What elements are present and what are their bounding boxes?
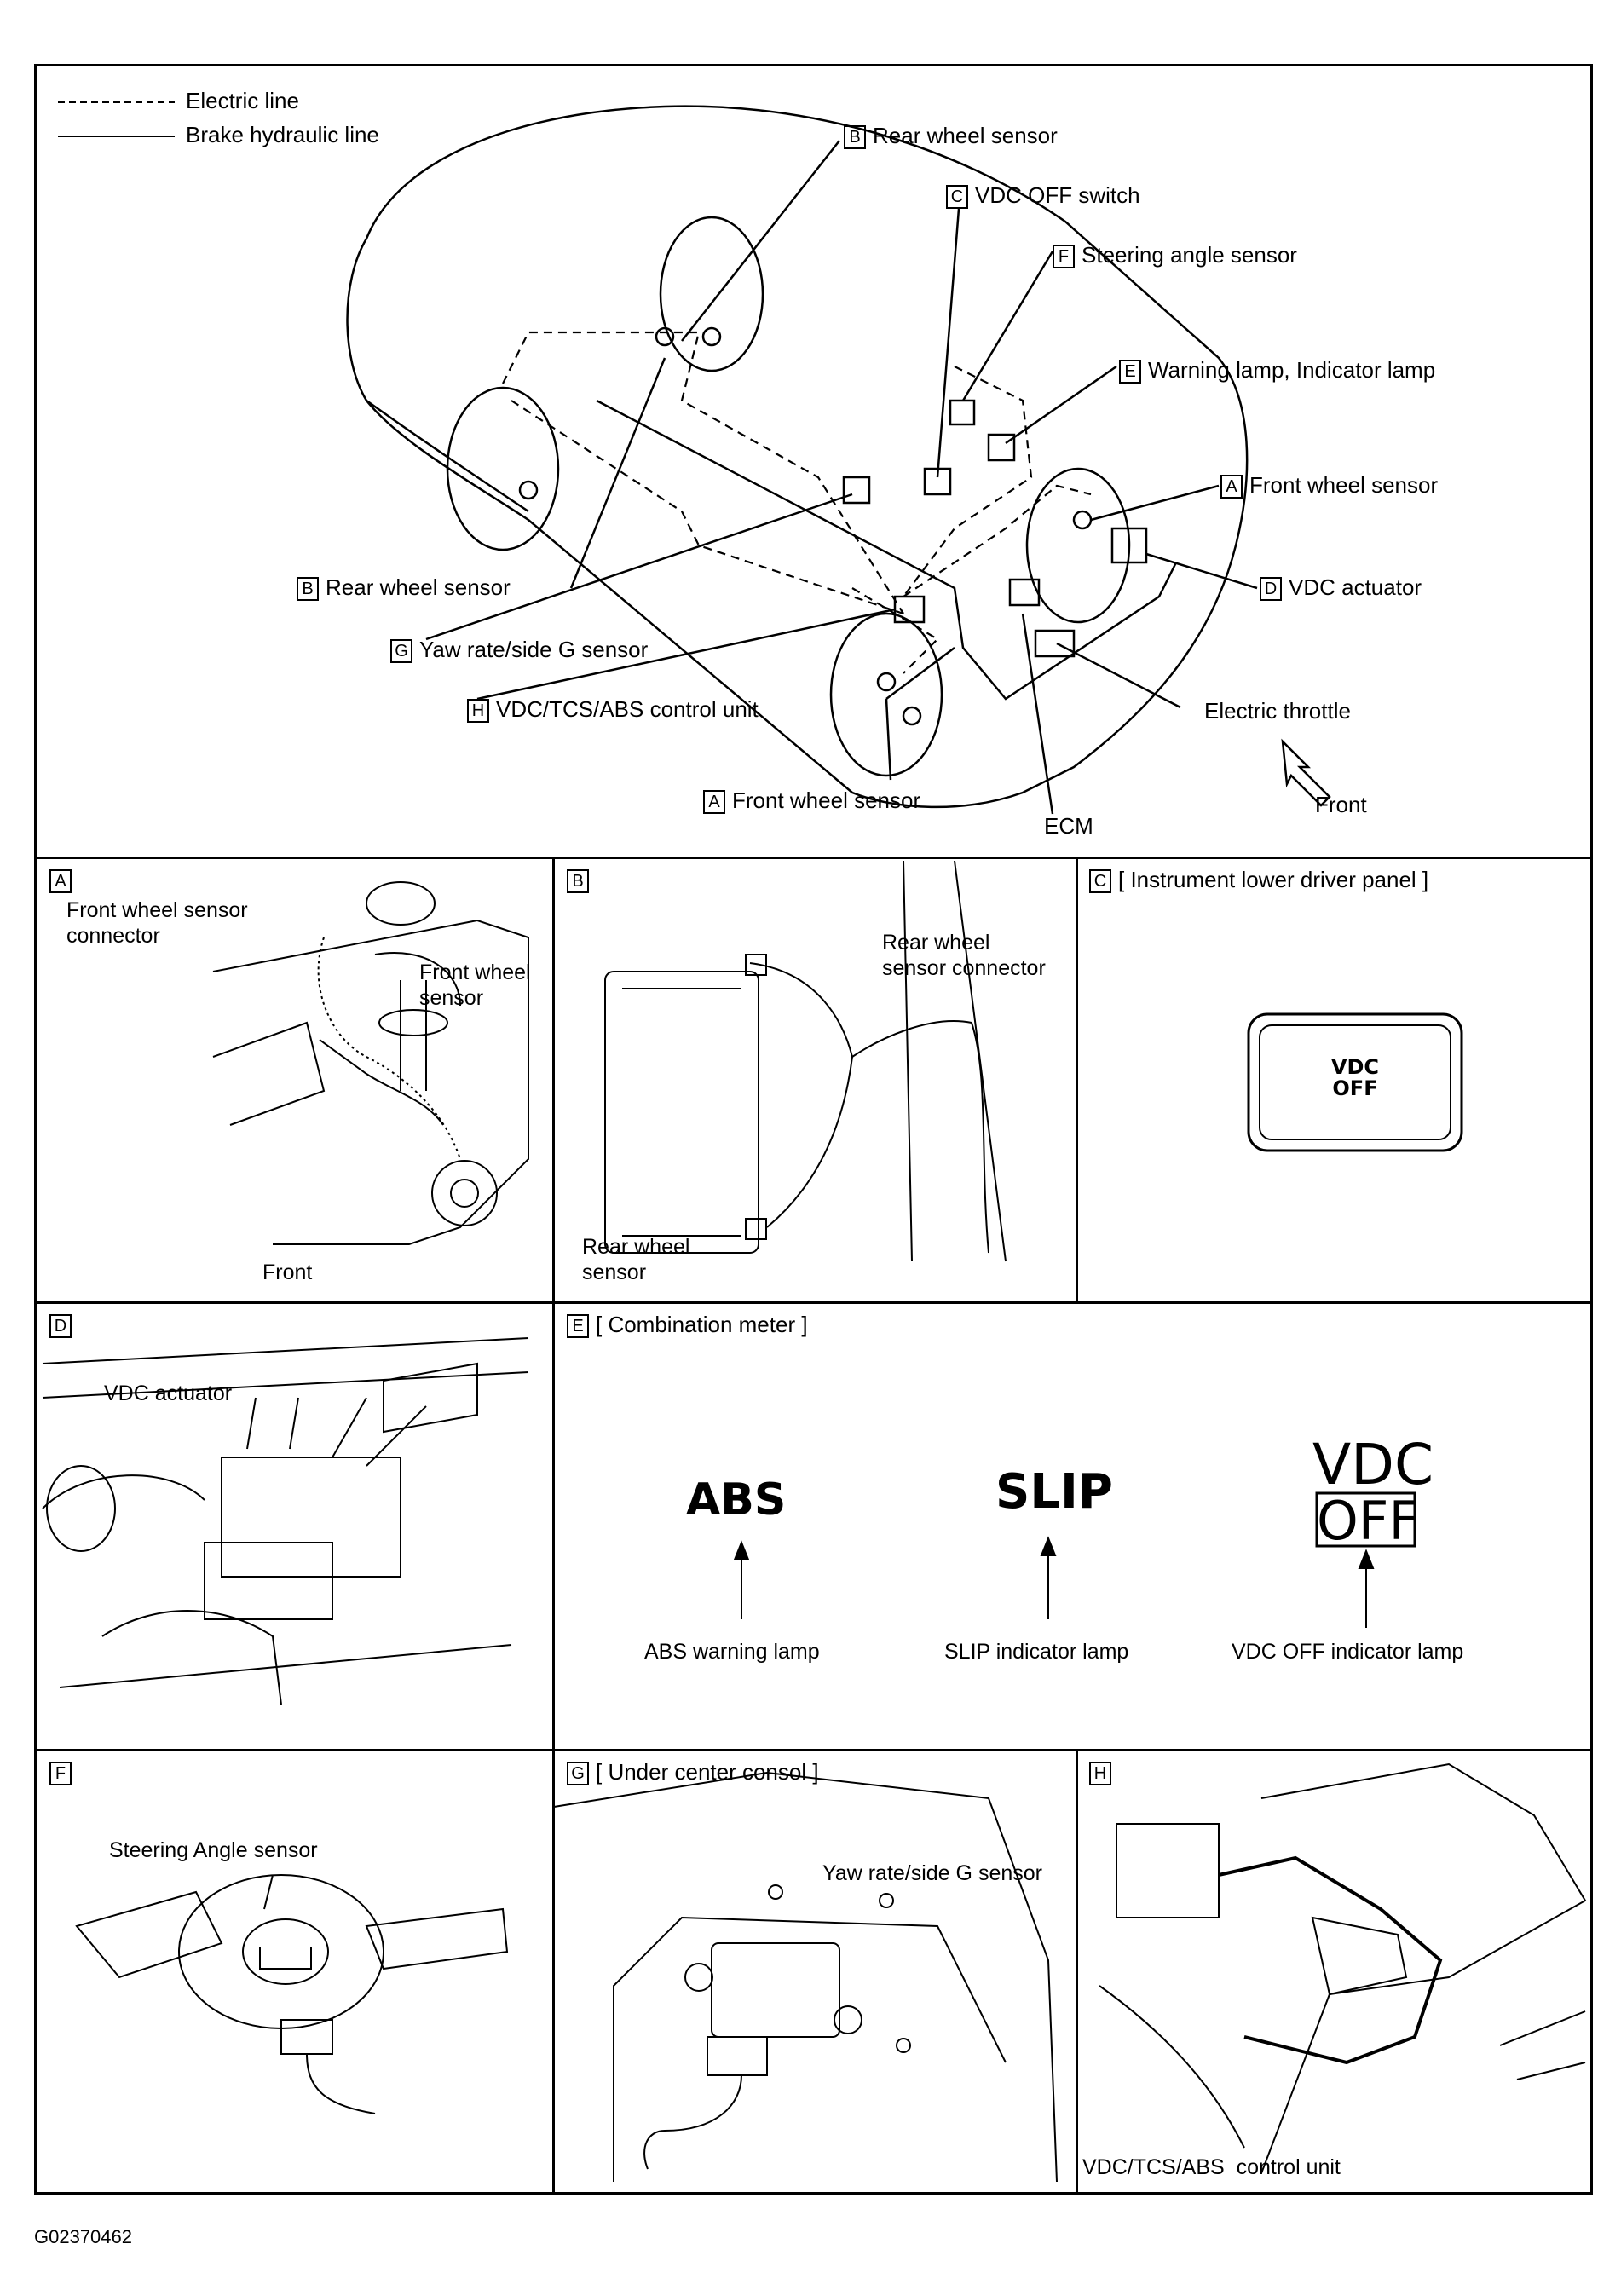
panel-b-sensor-label-1: Rear wheel (582, 1235, 690, 1259)
divider (1076, 857, 1078, 1301)
divider (34, 857, 1593, 859)
panel-a-connector-label-1: Front wheel sensor (66, 898, 248, 922)
panel-h-letter: H (1089, 1760, 1118, 1786)
panel-f-letter: F (49, 1760, 78, 1786)
panel-b-connector-label-1: Rear wheel (882, 931, 990, 955)
panel-a-front-label: Front (262, 1260, 313, 1284)
diagram-frame (34, 64, 1593, 2195)
panel-b-letter: B (567, 868, 596, 894)
label-electric-throttle: Electric throttle (1204, 698, 1351, 724)
panel-g-label: Yaw rate/side G sensor (822, 1861, 1042, 1885)
panel-f-label: Steering Angle sensor (109, 1838, 318, 1862)
panel-d-label: VDC actuator (104, 1382, 233, 1405)
panel-d-letter: D (49, 1312, 78, 1339)
vdc-off-button-line-2: OFF (1332, 1076, 1378, 1101)
divider (552, 857, 555, 2195)
vdc-off-button-line-1: VDC (1330, 1055, 1380, 1079)
abs-lamp-symbol: ABS (686, 1474, 787, 1526)
panel-a-sensor-label-2: sensor (419, 986, 484, 1010)
panel-a-connector-label-2: connector (66, 924, 160, 948)
panel-g-header: G[ Under center consol ] (567, 1760, 819, 1786)
slip-indicator-lamp-label: SLIP indicator lamp (944, 1640, 1129, 1664)
label-front: Front (1315, 792, 1367, 817)
panel-b-sensor-label-2: sensor (582, 1260, 647, 1284)
panel-b-connector-label-2: sensor connector (882, 956, 1046, 980)
panel-e-header: E[ Combination meter ] (567, 1312, 808, 1339)
off-lamp-symbol-bottom: OFF (1317, 1490, 1420, 1552)
label-ecm: ECM (1044, 813, 1093, 839)
panel-h-label: VDC/TCS/ABS control unit (1082, 2155, 1341, 2179)
vdc-lamp-symbol-top: VDC (1312, 1432, 1434, 1497)
panel-a-letter: A (49, 868, 78, 894)
divider (1076, 1749, 1078, 2195)
panel-a-sensor-label-1: Front wheel (419, 961, 531, 984)
figure-code: G02370462 (34, 2226, 132, 2247)
slip-lamp-symbol: SLIP (995, 1464, 1113, 1520)
vdc-off-indicator-lamp-label: VDC OFF indicator lamp (1232, 1640, 1464, 1664)
divider (34, 1301, 1593, 1304)
panel-c-header: C[ Instrument lower driver panel ] (1089, 868, 1428, 894)
abs-warning-lamp-label: ABS warning lamp (644, 1640, 820, 1664)
vdc-off-button: VDC OFF (1312, 1055, 1398, 1101)
legend-electric-line: Electric line (186, 88, 299, 113)
divider (34, 1749, 1593, 1751)
legend-hydraulic-line: Brake hydraulic line (186, 122, 379, 147)
